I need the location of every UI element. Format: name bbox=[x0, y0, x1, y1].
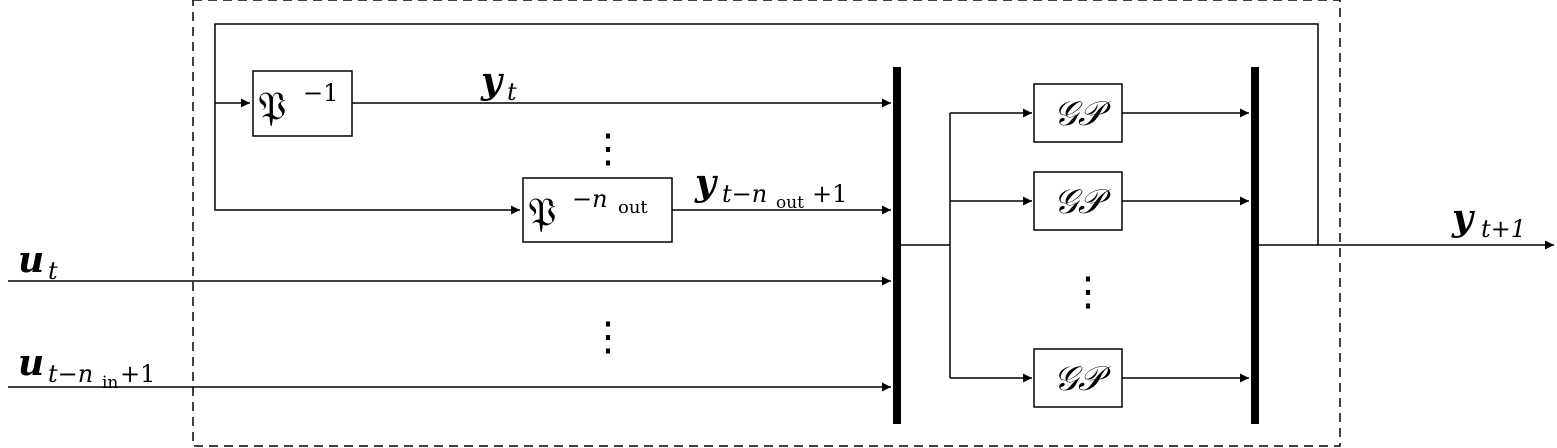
gp-block-2 bbox=[1033, 171, 1123, 231]
gp-block-1 bbox=[1033, 83, 1123, 143]
feedback-line bbox=[214, 23, 1319, 245]
delay-block-n-sup-sub: out bbox=[618, 197, 648, 218]
label-y-t-sub: t bbox=[507, 78, 517, 106]
combiner-bar bbox=[1251, 67, 1259, 424]
label-u-t: u bbox=[18, 239, 44, 281]
ellipsis-gp: ⋮ bbox=[1068, 269, 1108, 315]
label-y-t-nout: y bbox=[694, 162, 718, 204]
gp-block-3-label: 𝒢𝒫 bbox=[1054, 359, 1112, 399]
gp-block-3 bbox=[1033, 348, 1123, 408]
ellipsis-inputs: ⋮ bbox=[588, 314, 628, 360]
label-y-t-nout-sub: t−n bbox=[722, 180, 767, 208]
label-u-t-nin-sub: t−n bbox=[48, 360, 93, 388]
delay-block-1-sup: −1 bbox=[303, 79, 338, 107]
system-boundary bbox=[192, 0, 1341, 447]
label-u-t-nin-sub2: in bbox=[102, 373, 118, 393]
label-u-t-nin-sub3: +1 bbox=[120, 360, 155, 388]
label-y-t-nout-sub3: +1 bbox=[812, 180, 847, 208]
label-y-next-sub: t+1 bbox=[1481, 215, 1526, 243]
label-y-next: y bbox=[1451, 197, 1475, 239]
ellipsis-delays: ⋮ bbox=[588, 126, 628, 172]
gp-block-2-label: 𝒢𝒫 bbox=[1054, 182, 1112, 222]
delay-block-n bbox=[522, 177, 673, 243]
delay-block-n-sup: −n bbox=[572, 185, 608, 213]
delay-block-n-label: 𝔓 bbox=[528, 190, 556, 236]
label-y-t-nout-sub2: out bbox=[776, 193, 804, 213]
gp-block-1-label: 𝒢𝒫 bbox=[1054, 94, 1112, 134]
label-u-t-sub: t bbox=[48, 257, 58, 285]
delay-block-1-label: 𝔓 bbox=[258, 84, 286, 130]
label-u-t-nin: u bbox=[18, 342, 44, 384]
label-y-t: y bbox=[480, 60, 504, 102]
mux-bar bbox=[893, 67, 901, 424]
